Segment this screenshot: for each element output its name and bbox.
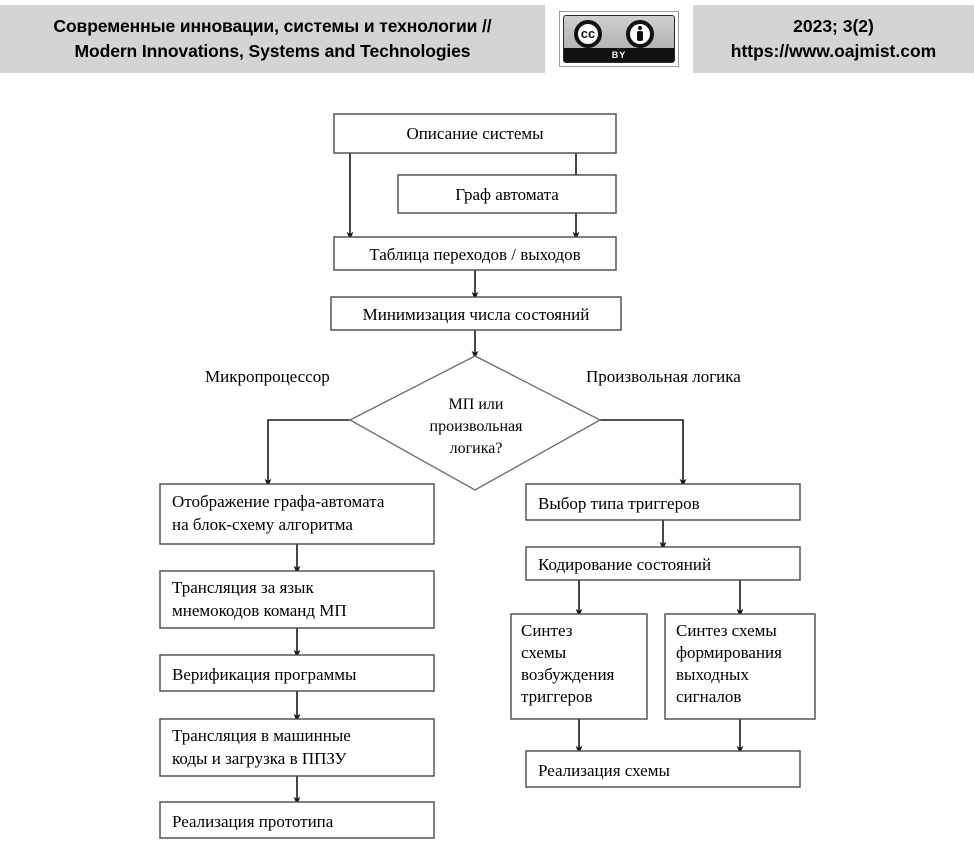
node-logic-excitation-line-1: Синтез xyxy=(521,621,573,640)
node-logic-trigger-type[interactable]: Выбор типа триггеров xyxy=(525,483,801,521)
node-state-minimization[interactable]: Минимизация числа состояний xyxy=(330,296,622,331)
node-mp-graph-mapping-line-1: Отображение графа-автомата xyxy=(172,492,385,511)
connectors xyxy=(264,153,744,806)
node-decision-line-3: логика? xyxy=(450,440,503,457)
node-decision-mp-or-logic[interactable]: МП или произвольная логика? xyxy=(348,355,602,491)
design-flowchart: Описание системы Граф автомата Таблица п… xyxy=(159,113,816,839)
cc-person-head xyxy=(638,26,642,30)
node-logic-realization-label: Реализация схемы xyxy=(538,761,670,780)
cc-person-icon xyxy=(626,20,654,48)
journal-header: Современные инновации, системы и техноло… xyxy=(0,0,974,78)
journal-title-line-en: Modern Innovations, Systems and Technolo… xyxy=(74,41,471,61)
node-mp-verify-label: Верификация программы xyxy=(172,665,357,684)
node-logic-output-line-1: Синтез схемы xyxy=(676,621,777,640)
node-mp-graph-mapping[interactable]: Отображение графа-автомата на блок-схему… xyxy=(159,483,435,545)
cc-attribution-label: BY xyxy=(564,48,674,62)
node-logic-excitation-line-4: триггеров xyxy=(521,687,593,706)
cc-badge-inner: cc BY xyxy=(563,15,675,63)
node-logic-output-line-4: сигналов xyxy=(676,687,741,706)
node-logic-output-line-3: выходных xyxy=(676,665,749,684)
node-mp-prototype[interactable]: Реализация прототипа xyxy=(159,801,435,839)
node-system-description[interactable]: Описание системы xyxy=(333,113,617,154)
branch-label-microprocessor: Микропроцессор xyxy=(205,367,330,386)
node-logic-excitation-line-2: схемы xyxy=(521,643,567,662)
node-mp-prototype-label: Реализация прототипа xyxy=(172,812,334,831)
node-mp-translate-line-1: Трансляция за язык xyxy=(172,578,314,597)
node-mp-graph-mapping-line-2: на блок-схему алгоритма xyxy=(172,515,353,534)
node-mp-machine-code-line-2: коды и загрузка в ППЗУ xyxy=(172,749,348,768)
node-logic-excitation-line-3: возбуждения xyxy=(521,665,615,684)
node-logic-state-encoding[interactable]: Кодирование состояний xyxy=(525,546,801,581)
node-automaton-graph[interactable]: Граф автомата xyxy=(397,174,617,214)
node-logic-realization[interactable]: Реализация схемы xyxy=(525,750,801,788)
node-mp-verify-program[interactable]: Верификация программы xyxy=(159,654,435,692)
node-logic-output-synthesis[interactable]: Синтез схемы формирования выходных сигна… xyxy=(664,613,816,720)
node-state-minimization-label: Минимизация числа состояний xyxy=(363,305,590,324)
journal-url: https://www.oajmist.com xyxy=(730,41,937,61)
journal-title: Современные инновации, системы и техноло… xyxy=(0,5,545,73)
node-logic-output-line-2: формирования xyxy=(676,643,782,662)
node-mp-translate-mnemonic[interactable]: Трансляция за язык мнемокодов команд МП xyxy=(159,570,435,629)
node-transition-table[interactable]: Таблица переходов / выходов xyxy=(333,236,617,271)
journal-meta: 2023; 3(2) https://www.oajmist.com xyxy=(693,5,974,73)
node-mp-translate-line-2: мнемокодов команд МП xyxy=(172,601,347,620)
connector-decision-to-mp-branch xyxy=(264,419,350,488)
node-decision-line-1: МП или xyxy=(449,396,504,413)
journal-title-line-ru: Современные инновации, системы и техноло… xyxy=(53,15,492,36)
connector-decision-to-logic-branch xyxy=(600,419,687,488)
license-badge-cell: cc BY xyxy=(545,0,693,78)
node-decision-line-2: произвольная xyxy=(430,418,524,435)
node-mp-machine-code[interactable]: Трансляция в машинные коды и загрузка в … xyxy=(159,718,435,777)
creative-commons-by-icon: cc BY xyxy=(559,11,679,67)
cc-mark-icon: cc xyxy=(574,20,602,48)
node-transition-table-label: Таблица переходов / выходов xyxy=(369,245,580,264)
journal-issue: 2023; 3(2) xyxy=(793,15,874,36)
node-logic-state-encoding-label: Кодирование состояний xyxy=(538,555,711,574)
cc-person-body xyxy=(637,31,643,41)
node-logic-excitation-synthesis[interactable]: Синтез схемы возбуждения триггеров xyxy=(510,613,648,720)
node-mp-machine-code-line-1: Трансляция в машинные xyxy=(172,726,351,745)
branch-label-random-logic: Произвольная логика xyxy=(586,367,741,386)
node-system-description-label: Описание системы xyxy=(406,124,544,143)
node-logic-trigger-type-label: Выбор типа триггеров xyxy=(538,494,700,513)
node-automaton-graph-label: Граф автомата xyxy=(455,185,559,204)
